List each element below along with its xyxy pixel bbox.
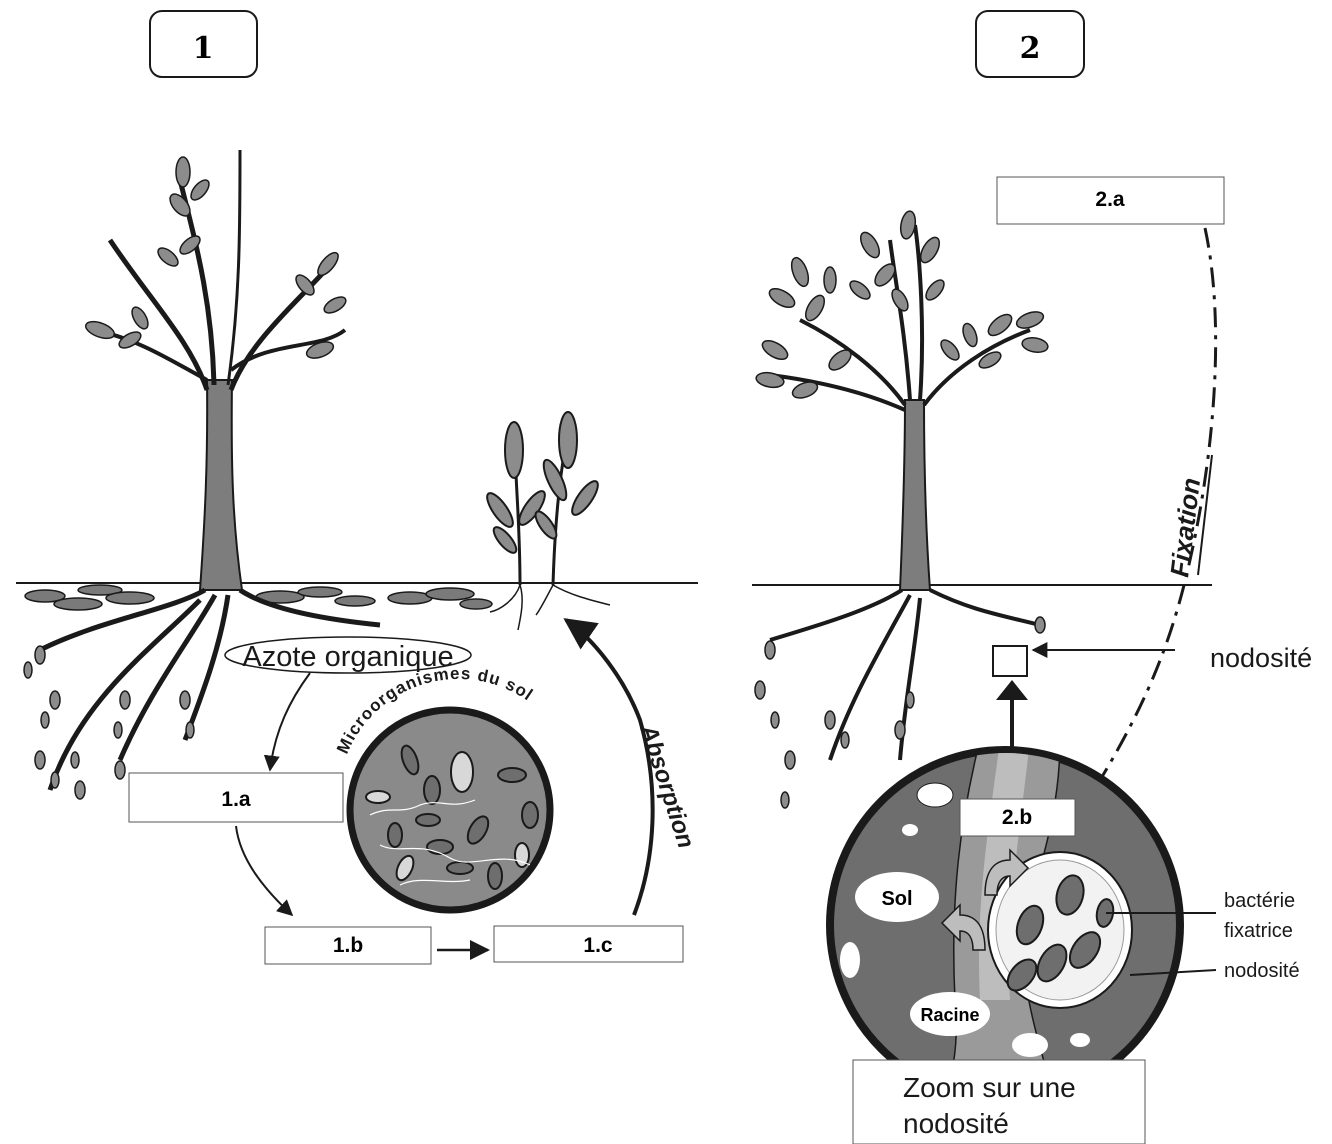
box-1c-label: 1.c — [583, 934, 613, 957]
organic-nitrogen-label: Azote organique — [242, 641, 453, 673]
absorption-label: Absorption — [634, 721, 700, 852]
young-plants — [483, 412, 610, 630]
box-2b: 2.b — [960, 799, 1075, 836]
box-1c: 1.c — [494, 926, 683, 962]
zoom-caption-line1: Zoom sur une — [903, 1072, 1076, 1103]
box-1a: 1.a — [129, 773, 343, 822]
box-1a-label: 1.a — [221, 788, 251, 811]
zoom-caption-line2: nodosité — [903, 1108, 1009, 1139]
box-1b: 1.b — [265, 927, 431, 964]
box-2b-label: 2.b — [1002, 806, 1032, 829]
box-2a: 2.a — [997, 177, 1224, 224]
soil-label: Sol — [881, 888, 912, 910]
nodule-label: nodosité — [1210, 643, 1312, 673]
box-2a-label: 2.a — [1095, 188, 1125, 211]
zoom-arrow — [996, 680, 1028, 755]
panel-2-number: 2 — [1020, 31, 1041, 66]
absorption-arrow — [566, 620, 653, 915]
panel-1-number: 1 — [193, 31, 214, 66]
box-1b-label: 1.b — [333, 934, 363, 957]
tree-2 — [755, 210, 1049, 808]
nodule-label-small: nodosité — [1224, 960, 1300, 982]
arrow-organic-to-1a — [270, 673, 310, 770]
tree-1 — [24, 150, 380, 799]
bacteria-label-line1: bactérie — [1224, 890, 1295, 912]
panel-1: 1 — [16, 11, 700, 964]
panel-2: 2 2.a Fixation — [752, 11, 1312, 1144]
panel-1-number-badge: 1 — [150, 11, 257, 77]
bacteria-label-line2: fixatrice — [1224, 920, 1293, 942]
arrow-1a-to-1b — [236, 826, 292, 915]
zoom-caption-box: Zoom sur une nodosité — [853, 1060, 1145, 1144]
soil-microorganisms-circle: Microorganismes du sol — [333, 664, 550, 910]
root-label: Racine — [920, 1005, 979, 1025]
nodule-highlight-box — [993, 646, 1027, 676]
panel-2-number-badge: 2 — [976, 11, 1084, 77]
